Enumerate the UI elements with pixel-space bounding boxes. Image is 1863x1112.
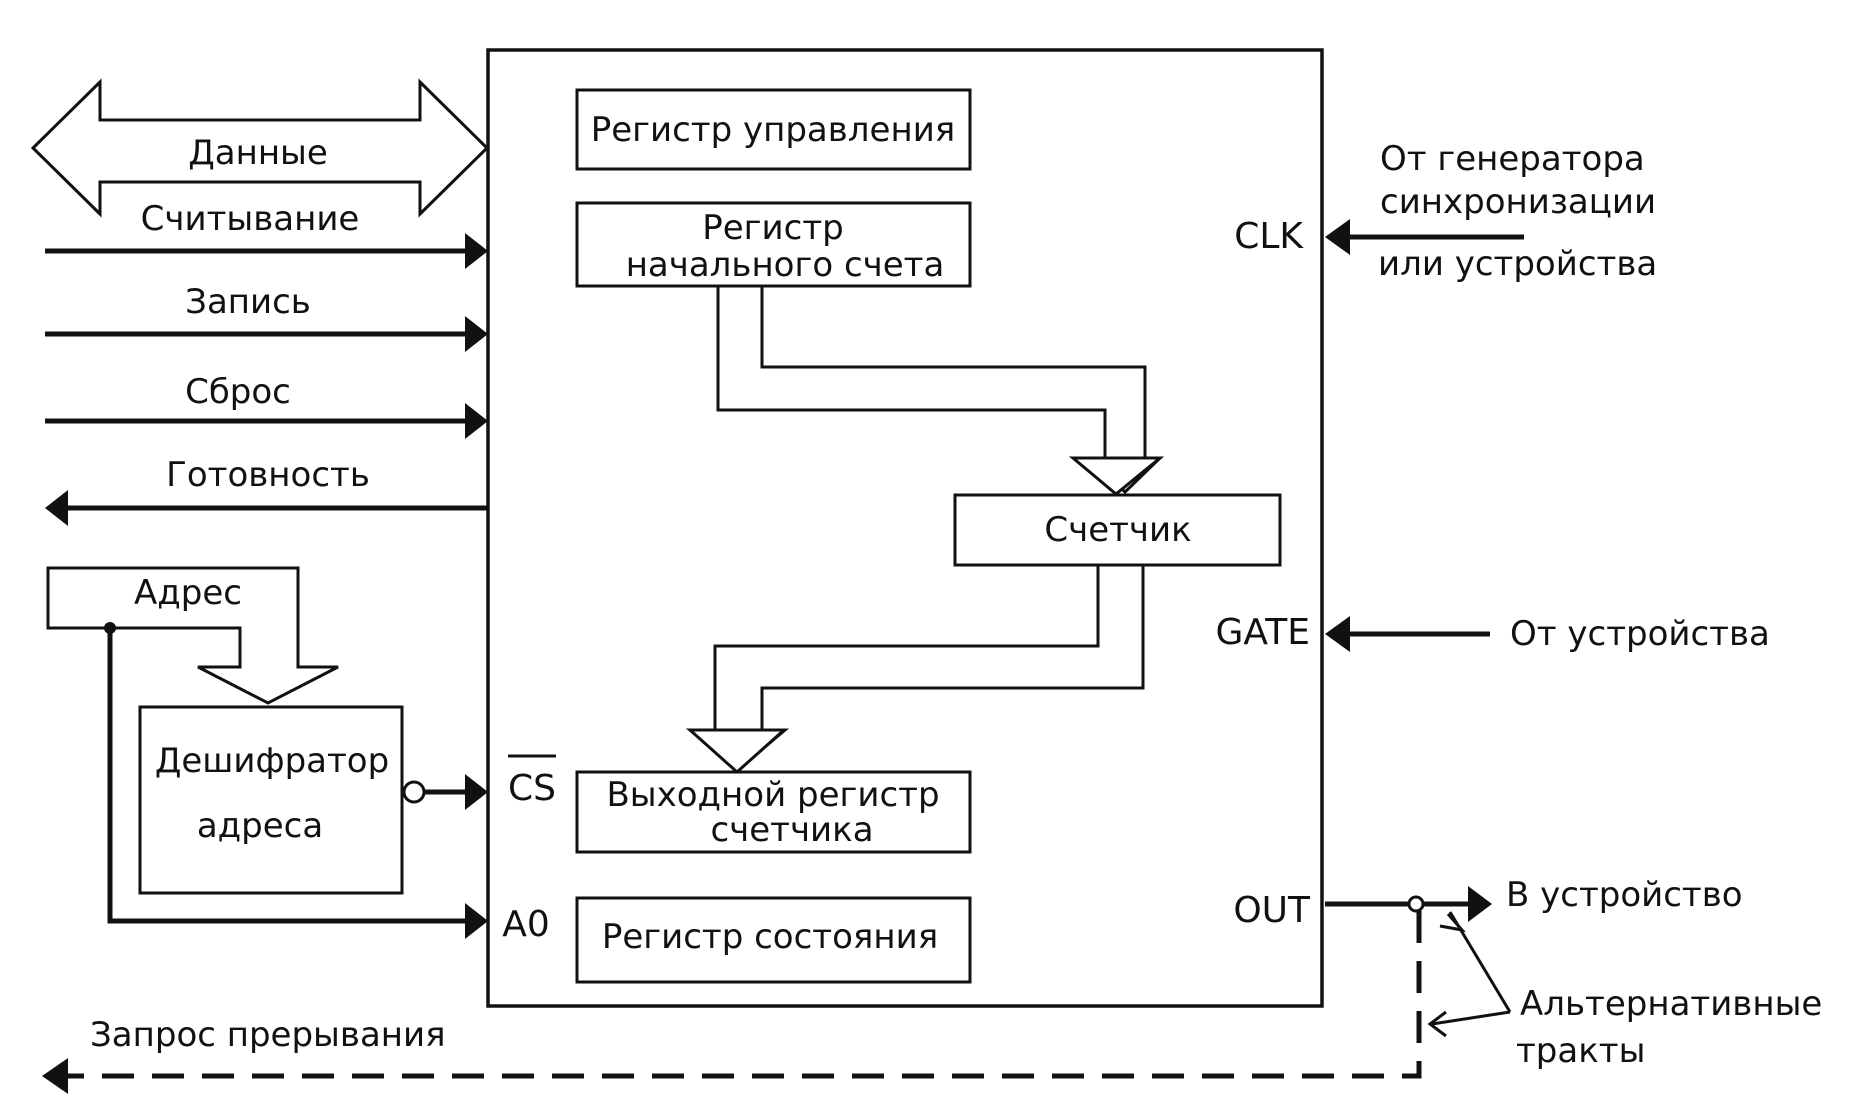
control-register-block [575,88,972,171]
alt-paths-line1: Альтернативные [1520,984,1822,1024]
read-label: Считывание [141,199,360,239]
interrupt-label: Запрос прерывания [90,1015,446,1055]
ready-arrowhead [45,490,68,526]
load-bus-arrowhead [1068,456,1165,496]
read-arrowhead [465,233,488,269]
out-arrowhead [1468,886,1492,922]
gate-source-label: От устройства [1510,614,1770,654]
status-register-label: Регистр состояния [602,917,938,957]
counter-label: Счетчик [1044,510,1191,550]
clk-source-line2: синхронизации [1380,182,1656,222]
output-register-block [575,770,972,854]
initial-count-label-line2: начального счета [626,245,945,285]
interrupt-arrowhead [42,1058,68,1094]
alt-path-pointer-upper-head [1439,913,1466,933]
a0-arrowhead [465,903,488,939]
data-bus-arrow [30,78,490,218]
write-arrowhead [465,316,488,352]
clk-pin-label: CLK [1234,216,1304,257]
alt-path-pointer-lower [1431,1010,1511,1026]
decoder-label-line2: адреса [197,806,323,846]
a0-line [107,628,465,924]
output-register-label-line2: счетчика [710,810,873,850]
clk-source-line3: или устройства [1378,244,1657,284]
alt-path-pointer-lower-head [1427,1010,1447,1038]
alt-paths-line2: тракты [1516,1031,1645,1071]
gate-arrowhead [1325,616,1350,652]
cs-pin-label: CS [508,768,556,809]
out-pin-label: OUT [1233,890,1311,931]
data-label: Данные [188,133,328,173]
interrupt-request-line [68,911,1422,1079]
a0-pin-label: A0 [502,904,550,945]
ready-label: Готовность [166,455,370,495]
cs-inversion-bubble [402,780,426,804]
address-bus-arrow [46,566,339,705]
reset-arrowhead [465,403,488,439]
clk-source-line1: От генератора [1380,139,1645,179]
gate-pin-label: GATE [1216,612,1310,653]
counter-block [953,493,1282,567]
output-register-label-line1: Выходной регистр [606,775,939,815]
latch-bus-arrowhead [686,728,788,775]
address-label: Адрес [134,573,242,613]
control-register-label: Регистр управления [591,110,956,150]
decoder-label-line1: Дешифратор [155,741,389,781]
initial-count-label-line1: Регистр [702,208,843,248]
address-decoder-block [138,705,404,895]
cs-arrowhead [465,774,488,810]
out-junction-dot [1407,895,1425,913]
out-dest-label: В устройство [1506,875,1743,915]
status-register-block [575,896,972,984]
write-label: Запись [185,282,311,322]
reset-label: Сброс [185,372,291,412]
clk-arrowhead [1325,219,1350,255]
initial-count-register-block [575,201,972,288]
